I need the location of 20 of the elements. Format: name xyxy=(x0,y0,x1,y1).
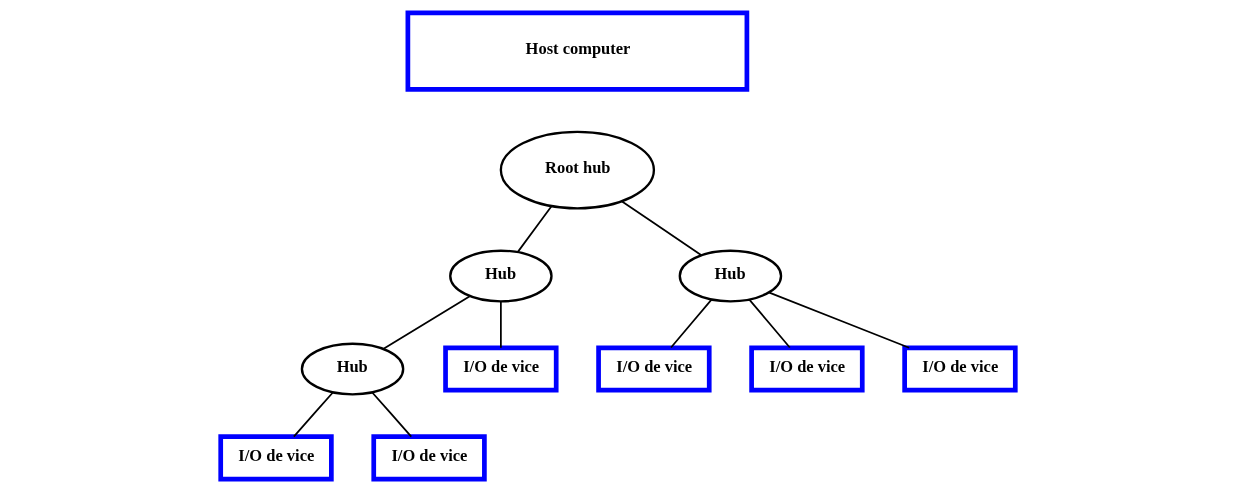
node-ellipse: Root hub xyxy=(499,130,656,210)
connector xyxy=(768,291,911,349)
node-ellipse: Hub xyxy=(449,249,553,303)
connector xyxy=(292,391,334,438)
connector xyxy=(371,391,413,438)
node-box: I/O de vice xyxy=(596,345,712,393)
node-box: Host computer xyxy=(405,10,750,92)
node-box: I/O de vice xyxy=(902,345,1018,393)
connector xyxy=(748,298,791,349)
node-box: I/O de vice xyxy=(443,345,559,393)
node-box: I/O de vice xyxy=(218,434,334,482)
connector xyxy=(500,300,502,349)
node-ellipse: Hub xyxy=(300,342,405,396)
connector xyxy=(516,205,553,253)
connector xyxy=(382,295,471,350)
connector xyxy=(670,298,713,349)
node-ellipse: Hub xyxy=(678,249,783,303)
connector xyxy=(621,200,703,257)
node-box: I/O de vice xyxy=(749,345,865,393)
node-box: I/O de vice xyxy=(371,434,487,482)
